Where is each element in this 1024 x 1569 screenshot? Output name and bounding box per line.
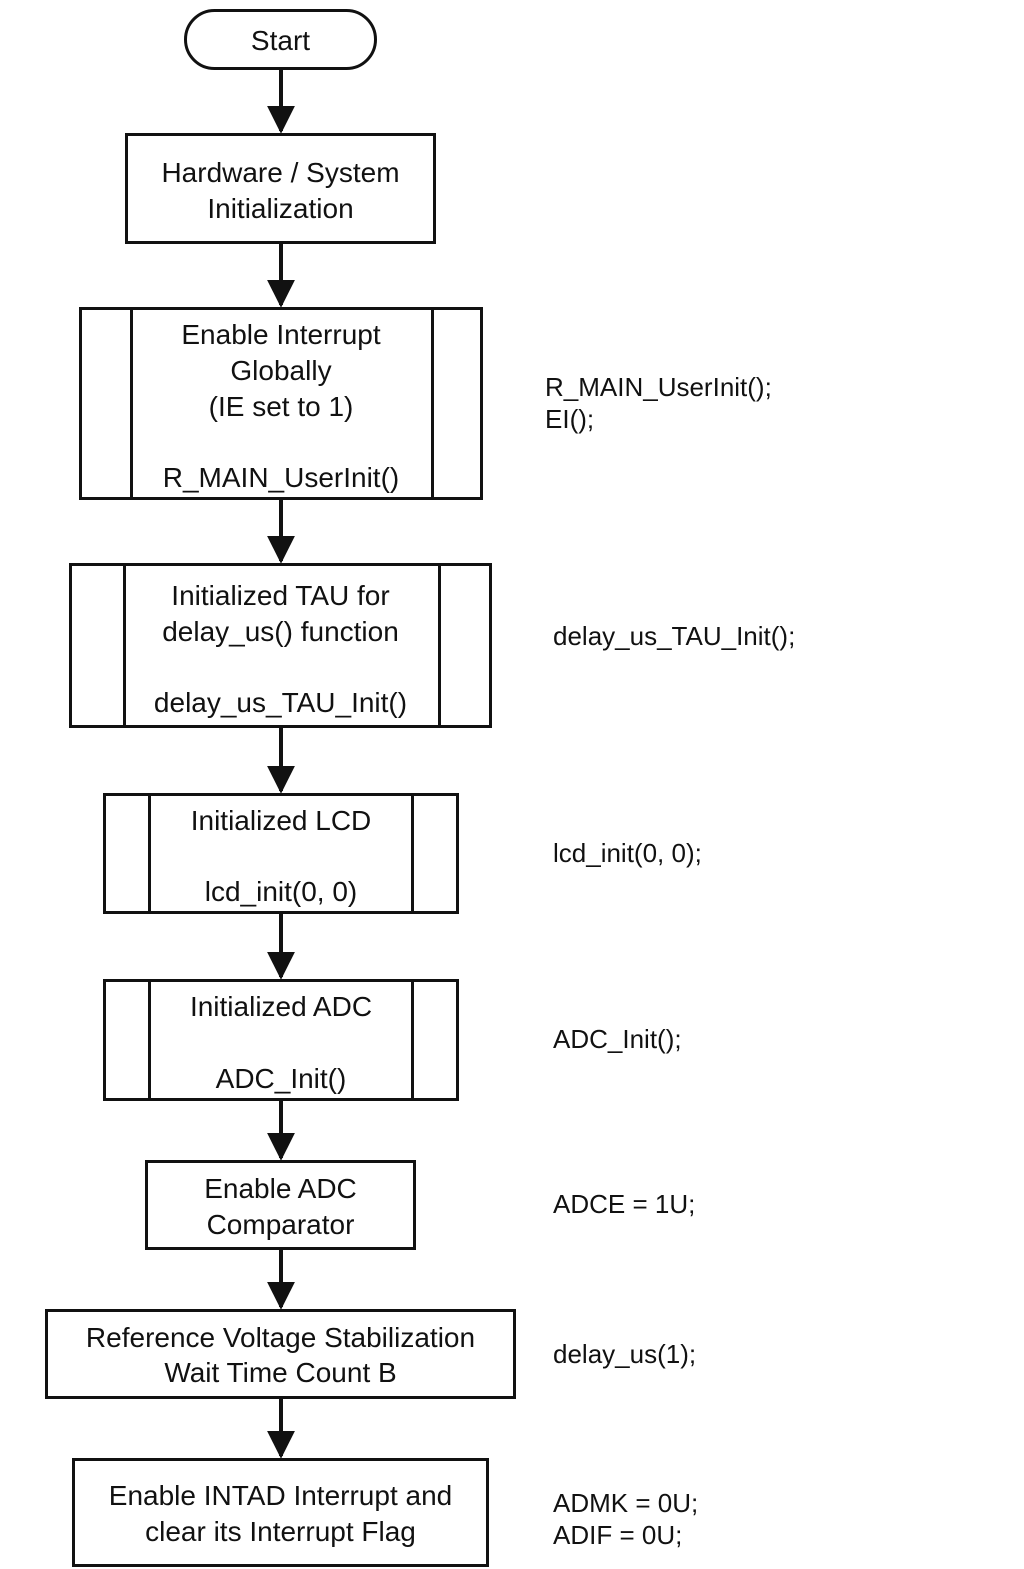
start-terminal: Start — [184, 9, 377, 70]
enable-interrupt-line1: Enable Interrupt — [181, 319, 381, 350]
subroutine-right-bar — [431, 310, 434, 497]
lcd-init-subroutine: Initialized LCD lcd_init(0, 0) — [103, 793, 459, 914]
enable-interrupt-subroutine: Enable Interrupt Globally (IE set to 1) … — [79, 307, 483, 500]
code-annotation-lcd-init: lcd_init(0, 0); — [553, 837, 702, 869]
code-annotation-adc-init: ADC_Init(); — [553, 1023, 682, 1055]
hardware-init-process: Hardware / System Initialization — [125, 133, 436, 244]
code-annotation-ref-wait: delay_us(1); — [553, 1338, 696, 1370]
lcd-init-func: lcd_init(0, 0) — [204, 876, 358, 907]
code-line: EI(); — [545, 404, 595, 434]
enable-interrupt-line3: (IE set to 1) — [208, 391, 354, 422]
adc-comparator-process: Enable ADC Comparator — [145, 1160, 416, 1250]
intad-line1: Enable INTAD Interrupt and — [108, 1480, 453, 1511]
adc-init-line1: Initialized ADC — [189, 991, 373, 1022]
ref-voltage-wait-process: Reference Voltage Stabilization Wait Tim… — [45, 1309, 516, 1399]
code-line: delay_us_TAU_Init(); — [553, 621, 796, 651]
subroutine-left-bar — [148, 796, 151, 911]
ref-voltage-line1: Reference Voltage Stabilization — [85, 1322, 476, 1353]
tau-init-line1: Initialized TAU for — [171, 580, 390, 611]
code-annotation-intad: ADMK = 0U; ADIF = 0U; — [553, 1487, 698, 1551]
intad-line2: clear its Interrupt Flag — [145, 1516, 416, 1547]
hardware-init-line1: Hardware / System — [161, 157, 400, 188]
adc-comparator-line2: Comparator — [206, 1209, 355, 1240]
subroutine-left-bar — [148, 982, 151, 1098]
code-line: ADMK = 0U; — [553, 1488, 699, 1518]
code-line: delay_us(1); — [553, 1339, 697, 1369]
lcd-init-line1: Initialized LCD — [190, 805, 372, 836]
code-annotation-tau-init: delay_us_TAU_Init(); — [553, 620, 795, 652]
subroutine-right-bar — [438, 566, 441, 725]
tau-init-subroutine: Initialized TAU for delay_us() function … — [69, 563, 492, 728]
code-line: ADCE = 1U; — [553, 1189, 696, 1219]
code-annotation-enable-int: R_MAIN_UserInit(); EI(); — [545, 371, 772, 435]
enable-interrupt-func: R_MAIN_UserInit() — [162, 462, 400, 493]
code-line: ADIF = 0U; — [553, 1520, 683, 1550]
subroutine-right-bar — [411, 982, 414, 1098]
start-label: Start — [250, 25, 311, 56]
ref-voltage-line2: Wait Time Count B — [164, 1357, 397, 1388]
code-annotation-adc-comp: ADCE = 1U; — [553, 1188, 695, 1220]
enable-interrupt-line2: Globally — [230, 355, 332, 386]
code-line: R_MAIN_UserInit(); — [545, 372, 772, 402]
subroutine-right-bar — [411, 796, 414, 911]
subroutine-left-bar — [130, 310, 133, 497]
adc-init-func: ADC_Init() — [215, 1063, 347, 1094]
adc-comparator-line1: Enable ADC — [204, 1173, 357, 1204]
adc-init-subroutine: Initialized ADC ADC_Init() — [103, 979, 459, 1101]
tau-init-func: delay_us_TAU_Init() — [153, 687, 408, 718]
intad-enable-process: Enable INTAD Interrupt and clear its Int… — [72, 1458, 489, 1567]
code-line: lcd_init(0, 0); — [553, 838, 702, 868]
subroutine-left-bar — [123, 566, 126, 725]
hardware-init-line2: Initialization — [207, 193, 354, 224]
tau-init-line2: delay_us() function — [162, 616, 399, 647]
code-line: ADC_Init(); — [553, 1024, 682, 1054]
